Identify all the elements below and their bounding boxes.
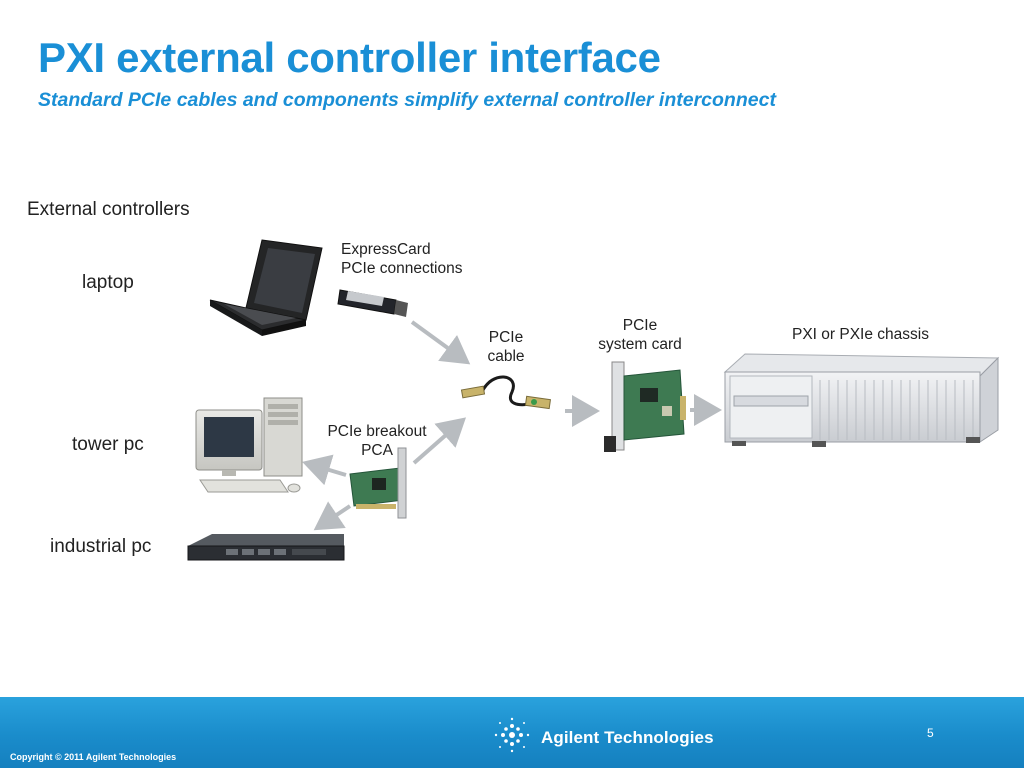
- arrow-expresscard-to-cable: [410, 320, 471, 365]
- slide-subtitle: Standard PCIe cables and components simp…: [38, 89, 776, 111]
- pcie-cable-label-line2: cable: [487, 348, 525, 365]
- tower-pc-label: tower pc: [72, 434, 144, 455]
- laptop-image: [209, 239, 323, 336]
- expresscard-label-line2: PCIe connections: [341, 260, 463, 277]
- laptop-label: laptop: [82, 272, 134, 293]
- system-card-label: PCIe system card: [580, 316, 700, 354]
- tower-pc-image: [195, 397, 303, 493]
- system-card-label-line2: system card: [598, 336, 682, 353]
- system-card-image: [604, 361, 686, 452]
- breakout-label-line2: PCA: [361, 442, 393, 459]
- pcie-cable-label: PCIe cable: [458, 328, 554, 366]
- pxi-chassis-image: [723, 353, 1000, 447]
- industrial-pc-label: industrial pc: [50, 536, 152, 557]
- slide-title: PXI external controller interface: [38, 34, 661, 81]
- copyright-text: Copyright © 2011 Agilent Technologies: [10, 752, 177, 762]
- breakout-label: PCIe breakout PCA: [314, 422, 440, 460]
- pcie-cable-image: [460, 375, 552, 410]
- expresscard-label-line1: ExpressCard: [341, 241, 431, 258]
- chassis-label: PXI or PXIe chassis: [792, 326, 929, 343]
- agilent-spark-logo-icon: [494, 717, 530, 753]
- page-number: 5: [927, 726, 934, 740]
- arrow-breakout-to-cable: [412, 417, 467, 465]
- industrial-pc-image: [187, 534, 345, 561]
- slide-footer: Agilent Technologies 5 Copyright © 2011 …: [0, 697, 1024, 768]
- arrow-breakout-to-tower: [302, 454, 347, 486]
- breakout-pca-image: [349, 447, 407, 519]
- expresscard-label: ExpressCard PCIe connections: [341, 240, 463, 278]
- agilent-brand-name: Agilent Technologies: [541, 728, 714, 747]
- connection-arrows: [302, 320, 722, 531]
- arrow-breakout-to-industrial: [313, 501, 352, 531]
- system-card-label-line1: PCIe: [622, 317, 658, 334]
- external-controllers-heading: External controllers: [27, 199, 190, 220]
- pcie-cable-label-line1: PCIe: [488, 329, 524, 346]
- breakout-label-line1: PCIe breakout: [327, 423, 427, 440]
- expresscard-image: [337, 289, 408, 317]
